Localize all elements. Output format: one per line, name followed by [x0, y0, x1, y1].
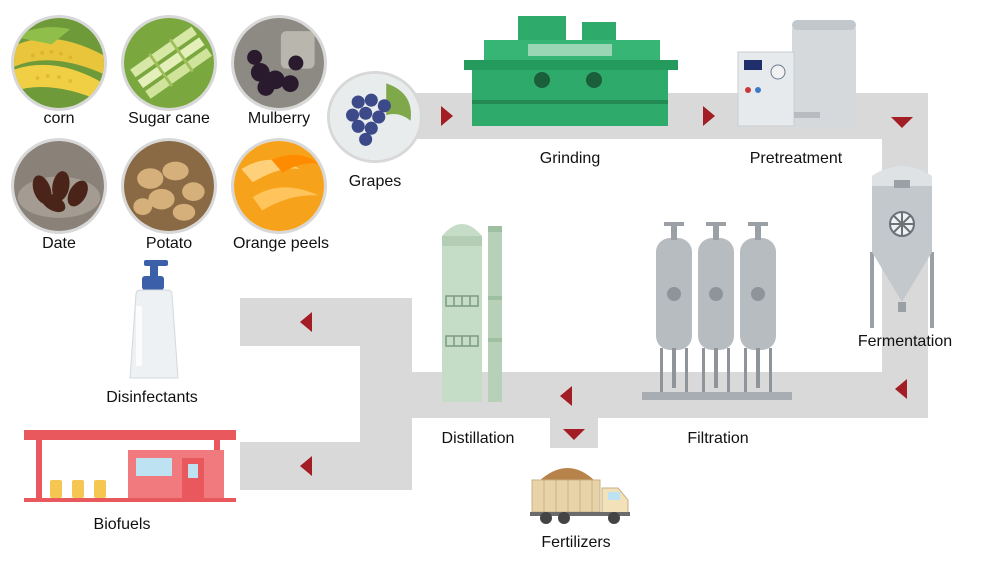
grinding-machine — [462, 14, 680, 128]
flow-arrow-to-biofuels — [300, 456, 312, 476]
flow-arrow-to-distillation — [560, 386, 572, 406]
feedstock-label-potato: Potato — [145, 235, 193, 252]
product-label-fertilizers: Fertilizers — [541, 534, 611, 551]
feedstock-label-corn: corn — [43, 110, 75, 127]
track-disinfectants — [240, 298, 412, 346]
corn-image — [11, 15, 107, 111]
mulberry-icon — [234, 18, 324, 108]
flow-arrow-to-pretreatment — [703, 106, 715, 126]
sugar-cane-icon — [124, 18, 214, 108]
feedstock-label-mulberry: Mulberry — [247, 110, 311, 127]
feedstock-label-orange-peels: Orange peels — [232, 235, 330, 252]
feedstock-label-sugar-cane: Sugar cane — [128, 110, 210, 127]
stage-label-distillation: Distillation — [441, 430, 515, 447]
grapes-icon — [330, 74, 420, 160]
flow-arrow-to-grinding — [441, 106, 453, 126]
flow-arrow-to-filtration — [895, 379, 907, 399]
product-label-biofuels: Biofuels — [93, 516, 151, 533]
stage-label-grinding: Grinding — [539, 150, 601, 167]
pretreatment-unit — [736, 16, 860, 132]
track-biofuels — [240, 442, 412, 490]
flow-arrow-to-fertilizers — [563, 429, 585, 440]
date-icon — [14, 141, 104, 231]
feedstock-label-date: Date — [42, 235, 76, 252]
date-image — [11, 138, 107, 234]
disinfectant-bottle — [126, 258, 182, 382]
fermentation-tank — [862, 156, 942, 330]
orange-peels-image — [231, 138, 327, 234]
mulberry-image — [231, 15, 327, 111]
distillation-column — [436, 212, 512, 404]
stage-label-fermentation: Fermentation — [857, 333, 953, 350]
stage-label-pretreatment: Pretreatment — [749, 150, 843, 167]
flow-arrow-to-fermentation — [891, 117, 913, 128]
fuel-station — [24, 430, 236, 502]
filtration-tanks — [642, 220, 792, 404]
potato-icon — [124, 141, 214, 231]
sugar-cane-image — [121, 15, 217, 111]
product-label-disinfectants: Disinfectants — [106, 389, 198, 406]
fertilizer-truck — [530, 456, 630, 526]
potato-image — [121, 138, 217, 234]
corn-icon — [14, 18, 104, 108]
stage-label-filtration: Filtration — [687, 430, 749, 447]
orange-peel-icon — [234, 141, 324, 231]
feedstock-label-grapes: Grapes — [348, 173, 402, 190]
flow-arrow-to-disinfectants — [300, 312, 312, 332]
grapes-image — [327, 71, 423, 163]
